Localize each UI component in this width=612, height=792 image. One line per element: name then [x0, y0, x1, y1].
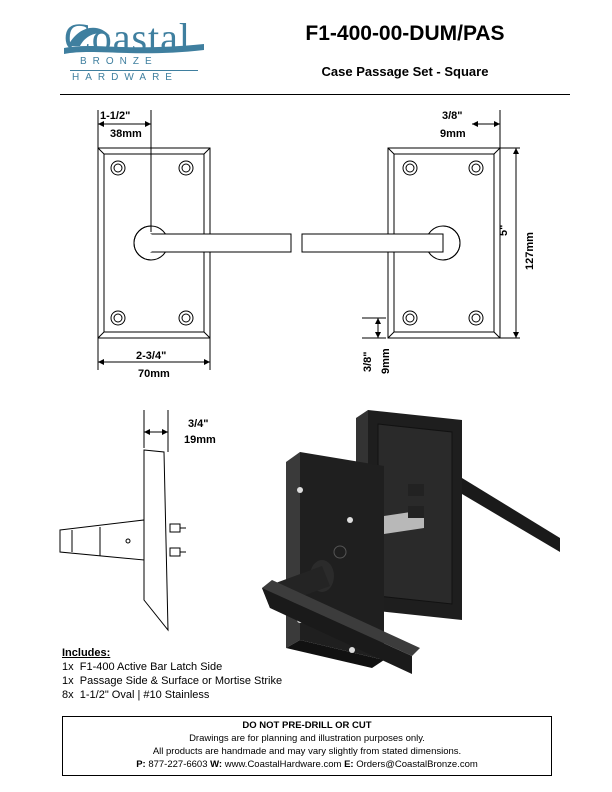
dim-width-mm: 70mm [138, 368, 170, 380]
list-item: 1x Passage Side & Surface or Mortise Str… [62, 675, 283, 687]
footer-line2: All products are handmade and may vary s… [152, 746, 462, 757]
wave-icon [64, 27, 204, 54]
phone-link[interactable]: 877-227-6603 [148, 759, 208, 770]
dim-top-right-in: 3/8" [442, 110, 463, 122]
includes-heading: Includes: [62, 647, 111, 659]
footer-warning: DO NOT PRE-DRILL OR CUT [242, 720, 372, 731]
list-item: 1x F1-400 Active Bar Latch Side [62, 661, 223, 673]
dim-side-in: 3/4" [188, 418, 209, 430]
logo-word: oastal [91, 15, 191, 60]
logo-initial: C [64, 15, 92, 60]
dim-top-left-mm: 38mm [110, 128, 142, 140]
email-link[interactable]: Orders@CoastalBronze.com [356, 759, 478, 770]
dim-width-in: 2-3/4" [136, 350, 167, 362]
website-link[interactable]: www.CoastalHardware.com [224, 759, 342, 770]
dim-bottom-right-mm: 9mm [380, 348, 392, 374]
footer-contact: P: 877-227-6603 W: www.CoastalHardware.c… [136, 759, 478, 770]
dim-bottom-right-in: 3/8" [362, 351, 374, 372]
dim-top-left-in: 1-1/2" [100, 110, 131, 122]
footer-box: DO NOT PRE-DRILL OR CUT Drawings are for… [62, 716, 552, 776]
list-item: 8x 1-1/2" Oval | #10 Stainless [62, 689, 210, 701]
includes-list: Includes: 1x F1-400 Active Bar Latch Sid… [62, 646, 282, 702]
brand-logo: Coastal BRONZE HARDWARE [64, 14, 204, 84]
footer-line1: Drawings are for planning and illustrati… [189, 733, 425, 744]
product-name: Case Passage Set - Square [321, 64, 489, 79]
dim-top-right-mm: 9mm [440, 128, 466, 140]
header-divider [60, 94, 570, 95]
dim-height-mm: 127mm [524, 232, 536, 270]
product-render [262, 410, 560, 674]
dim-side-mm: 19mm [184, 434, 216, 446]
logo-bronze: BRONZE [80, 56, 158, 67]
logo-hardware: HARDWARE [72, 72, 178, 83]
product-code: F1-400-00-DUM/PAS [305, 22, 505, 45]
dim-height-in: 5" [498, 224, 510, 236]
